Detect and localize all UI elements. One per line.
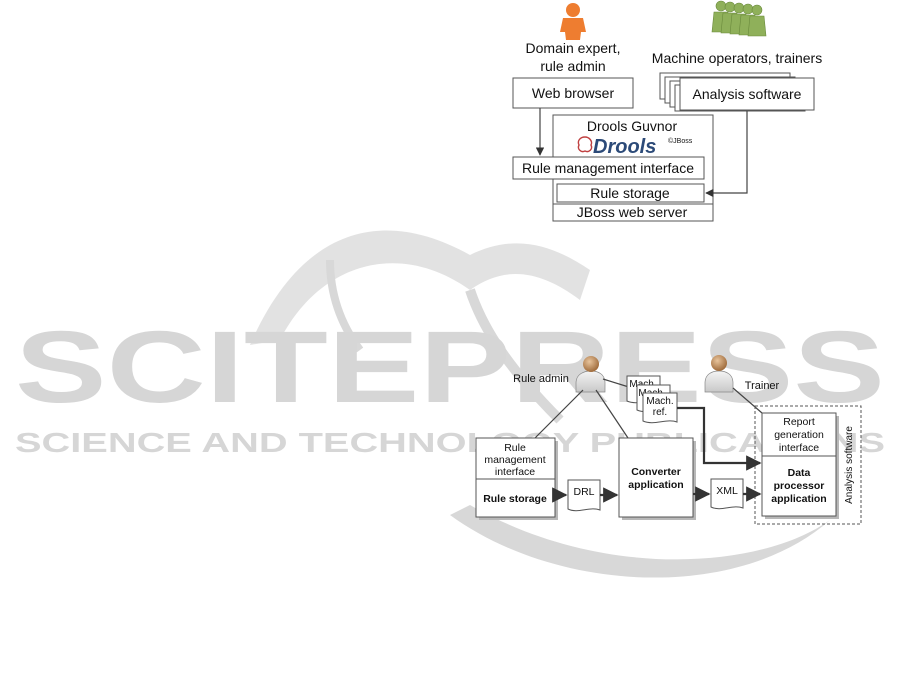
- domain-expert-person-icon: [560, 3, 586, 40]
- rule-storage-box: [556, 183, 705, 203]
- rule-storage-label: Rule storage: [590, 185, 670, 201]
- xml-document: [710, 478, 744, 510]
- watermark: SCITEPRESS SCIENCE AND TECHNOLOGY PUBLIC…: [15, 230, 885, 578]
- rule-management-interface-label: Rule management interface: [522, 160, 694, 176]
- domain-expert-label-2: rule admin: [540, 58, 605, 74]
- operators-label: Machine operators, trainers: [652, 50, 822, 66]
- rule-admin-person-icon: [575, 356, 606, 393]
- report-label-1: Report: [783, 416, 815, 428]
- data-processor-application-box: [761, 455, 837, 517]
- rule-admin-label: Rule admin: [513, 373, 569, 385]
- rule-management-interface-box: [512, 156, 705, 180]
- trainer-label: Trainer: [745, 380, 780, 392]
- rule-mgmt-label-3: interface: [495, 466, 535, 478]
- rule-storage-label-bottom: Rule storage: [483, 493, 547, 505]
- drl-label: DRL: [573, 486, 594, 498]
- analysis-software-label: Analysis software: [693, 86, 802, 102]
- converter-application-box: [618, 437, 694, 518]
- mach-documents-stack: Mach. Mach. Mach. ref.: [626, 375, 678, 424]
- xml-label: XML: [716, 485, 738, 497]
- domain-expert-label-1: Domain expert,: [526, 40, 621, 56]
- mach-ref-to-data-processor-arrow: [677, 406, 762, 471]
- report-generation-interface-box: [761, 412, 837, 457]
- jboss-mark: ©JBoss: [668, 137, 693, 145]
- top-diagram: Domain expert, rule admin Machine operat…: [512, 0, 822, 222]
- converter-label-2: application: [628, 479, 683, 491]
- data-proc-label-1: Data: [788, 467, 811, 479]
- converter-label-1: Converter: [631, 466, 681, 478]
- watermark-swoosh: [450, 505, 830, 578]
- data-proc-label-3: application: [771, 493, 826, 505]
- watermark-book-icon: [250, 230, 590, 424]
- rule-mgmt-label-2: management: [484, 454, 545, 466]
- rule-mgmt-interface-box: [475, 437, 556, 480]
- mach-ref-label-1: Mach.: [646, 396, 673, 407]
- rule-mgmt-label-1: Rule: [504, 442, 526, 454]
- bottom-diagram: Rule admin Trainer Mach. Mach. Mach. ref…: [475, 355, 862, 525]
- report-label-3: interface: [779, 442, 819, 454]
- watermark-tagline: SCIENCE AND TECHNOLOGY PUBLICATIONS: [15, 427, 885, 458]
- web-browser-label: Web browser: [532, 85, 615, 101]
- mach-ref-label-2: ref.: [653, 407, 667, 418]
- drools-logo-text: Drools: [593, 136, 656, 158]
- analysis-software-stack: [659, 72, 815, 112]
- watermark-logo: SCITEPRESS: [15, 310, 885, 424]
- operators-group-icon: [711, 0, 767, 37]
- analysis-software-container: [754, 405, 862, 525]
- jboss-web-server-label: JBoss web server: [577, 204, 688, 220]
- data-proc-label-2: processor: [774, 480, 825, 492]
- drools-logo-icon: Drools: [577, 136, 656, 158]
- drl-document: [567, 479, 601, 512]
- rule-storage-box-bottom: [475, 478, 556, 518]
- analysis-software-vertical-label: Analysis software: [844, 426, 855, 504]
- analysis-to-rule-storage-arrow: [705, 111, 748, 198]
- drools-guvnor-label: Drools Guvnor: [587, 118, 678, 134]
- report-label-2: generation: [774, 429, 824, 441]
- web-browser-box: [512, 77, 634, 109]
- trainer-person-icon: [704, 355, 734, 393]
